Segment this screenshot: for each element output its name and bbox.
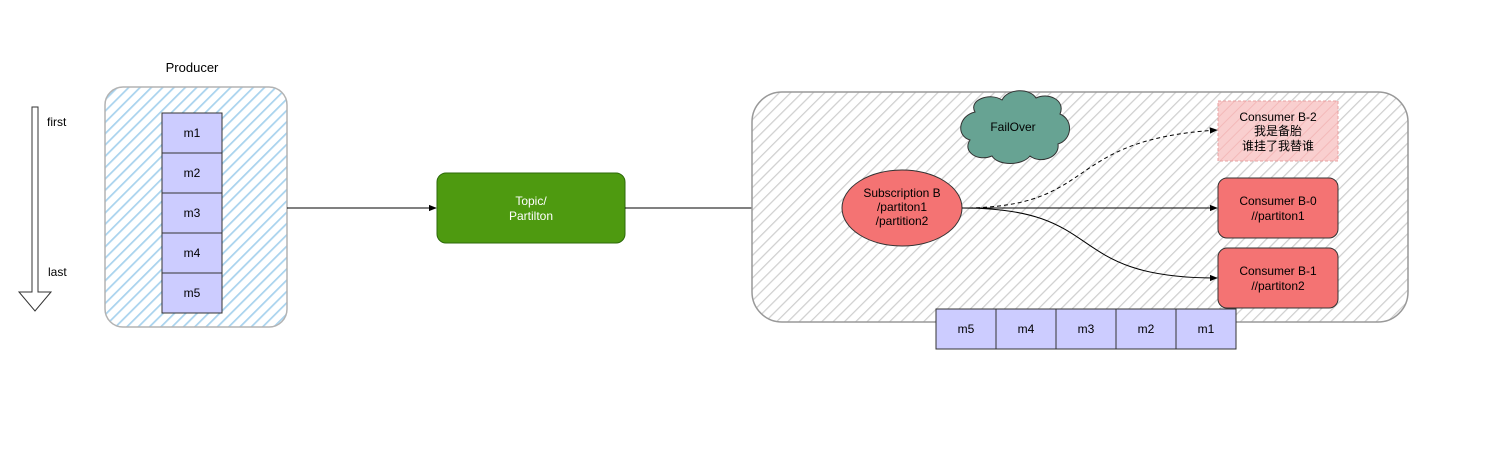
queue-message-label: m1 xyxy=(1198,322,1215,336)
producer-message-label: m2 xyxy=(184,166,201,180)
queue-message-box[interactable] xyxy=(995,308,1057,350)
topic-label-line1: Topic/ xyxy=(515,194,547,208)
failover-cloud[interactable] xyxy=(960,90,1070,164)
queue-message-box[interactable] xyxy=(1115,308,1177,350)
consumer-b0-label-line1: Consumer B-0 xyxy=(1239,194,1317,208)
producer-message-label: m3 xyxy=(184,206,201,220)
consumer-b0-node[interactable] xyxy=(1217,177,1339,239)
producer-message-box[interactable] xyxy=(161,112,223,154)
subscription-to-consumer-b1-arrow xyxy=(961,207,1218,282)
consumer-b2-label-line3: 谁挂了我替谁 xyxy=(1242,139,1314,153)
queue-message-box[interactable] xyxy=(1055,308,1117,350)
topic-label-line2: Partilton xyxy=(509,209,553,223)
producer-message-label: m5 xyxy=(184,286,201,300)
consumer-b0-label-line2: //partiton1 xyxy=(1251,209,1305,223)
topic-node[interactable] xyxy=(436,172,626,244)
queue-message-label: m4 xyxy=(1018,322,1035,336)
subscription-to-consumer-b2-arrow xyxy=(961,127,1218,209)
failover-label: FailOver xyxy=(990,120,1035,134)
consumer-b1-node[interactable] xyxy=(1217,247,1339,309)
order-first-label: first xyxy=(47,115,67,129)
consumer-b1-label-line1: Consumer B-1 xyxy=(1239,264,1317,278)
queue-message-label: m3 xyxy=(1078,322,1095,336)
producer-message-box[interactable] xyxy=(161,192,223,234)
order-arrow xyxy=(17,106,53,312)
queue-message-label: m5 xyxy=(958,322,975,336)
producer-message-stack: m1 m2 m3 m4 m5 xyxy=(161,112,223,314)
consumer-b2-label-line2: 我是备胎 xyxy=(1254,124,1302,138)
producer-message-box[interactable] xyxy=(161,272,223,314)
subscription-label-line1: Subscription B xyxy=(863,186,940,200)
subscription-label-line3: /partition2 xyxy=(876,214,929,228)
consumer-b2-node[interactable] xyxy=(1217,100,1339,162)
queue-row: m5 m4 m3 m2 m1 xyxy=(935,308,1237,350)
producer-title: Producer xyxy=(166,60,219,75)
queue-message-label: m2 xyxy=(1138,322,1155,336)
producer-message-label: m1 xyxy=(184,126,201,140)
producer-message-label: m4 xyxy=(184,246,201,260)
order-last-label: last xyxy=(48,265,67,279)
consumer-b1-label-line2: //partiton2 xyxy=(1251,279,1305,293)
subscription-label-line2: /partiton1 xyxy=(877,200,927,214)
consumer-b2-label-line1: Consumer B-2 xyxy=(1239,110,1317,124)
producer-message-box[interactable] xyxy=(161,152,223,194)
queue-message-box[interactable] xyxy=(1175,308,1237,350)
